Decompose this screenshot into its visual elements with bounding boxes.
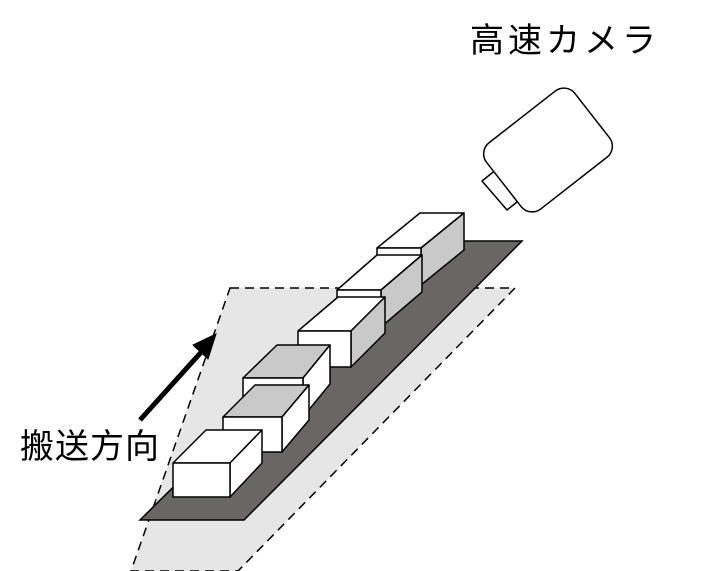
- transport-direction-arrow: [138, 333, 217, 422]
- boxes: [172, 212, 465, 498]
- transport-direction-label: 搬送方向: [20, 427, 160, 467]
- camera-label: 高速カメラ: [470, 21, 660, 61]
- box-1: [172, 429, 263, 498]
- camera-body: [482, 87, 614, 213]
- camera-icon: [481, 87, 614, 213]
